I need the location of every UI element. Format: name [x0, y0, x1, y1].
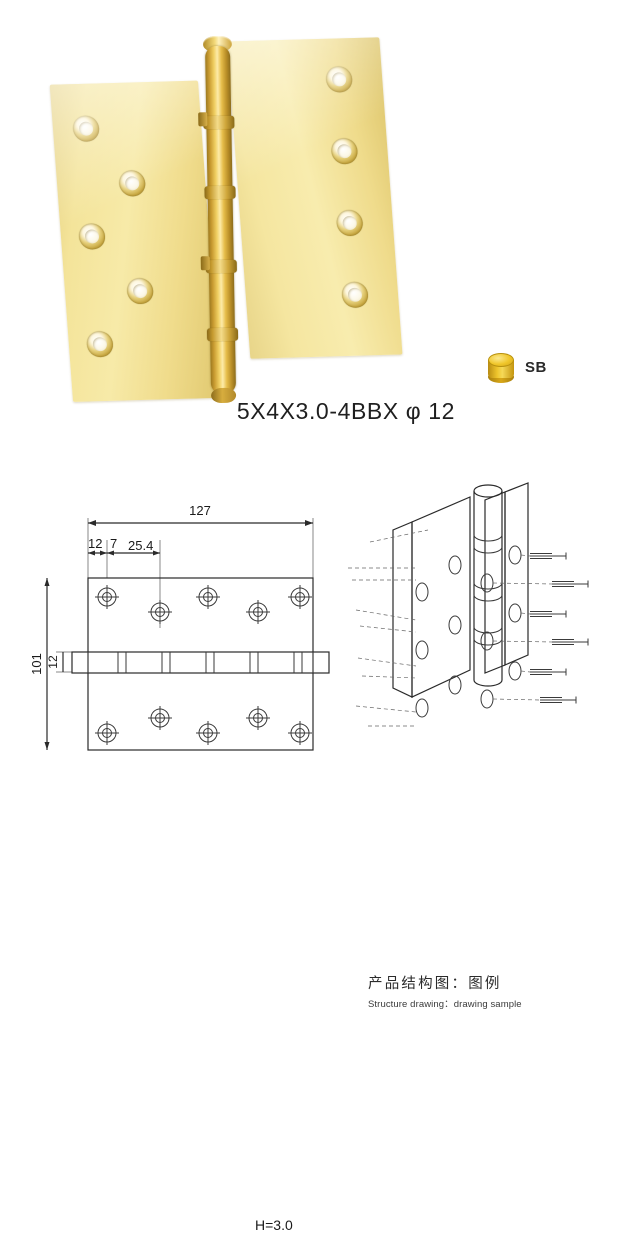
- screw-hole-symbol: [196, 721, 220, 745]
- screw-hole: [325, 66, 354, 93]
- screw-hole: [126, 277, 155, 305]
- dim-pitch-text: 25.4: [128, 538, 153, 553]
- dim-gap-text: 7: [110, 536, 117, 551]
- dim-height-text: 101: [29, 653, 44, 675]
- screw-hole-symbol: [196, 585, 220, 609]
- iso-screws: [530, 552, 589, 704]
- screw-hole-symbol: [148, 706, 172, 730]
- screw-hole-symbol: [95, 585, 119, 609]
- finish-code-label: SB: [525, 358, 547, 376]
- ball-bearing-ring: [203, 115, 235, 130]
- hinge-product-photo: SB 5X4X3.0-4BBX φ 12: [0, 0, 630, 440]
- hinge-barrel-pin: [197, 28, 244, 409]
- dimension-subdivisions: [88, 540, 161, 628]
- screw-hole-symbol: [95, 721, 119, 745]
- technical-drawing-svg: 127 12 7 25.4 101 12: [29, 482, 589, 751]
- legend-block: 产品结构图：图例 Structure drawing：drawing sampl…: [368, 972, 598, 1010]
- screw-hole-symbol: [288, 585, 312, 609]
- screw-hole-symbol: [148, 600, 172, 624]
- screw-hole: [118, 170, 147, 197]
- hinge-leaf-left: [49, 80, 222, 402]
- isometric-exploded-view: [348, 482, 589, 727]
- product-code-label: 5X4X3.0-4BBX φ 12: [236, 398, 456, 424]
- plan-view-outline: [71, 577, 330, 751]
- plan-view-screw-holes: [95, 585, 312, 745]
- swatch-top: [488, 353, 514, 367]
- knuckle-spur: [200, 256, 210, 271]
- dimension-height: [44, 578, 50, 750]
- pin-body: [205, 45, 237, 395]
- ball-bearing-ring: [206, 327, 239, 342]
- product-spec-sheet: SB 5X4X3.0-4BBX φ 12: [0, 0, 630, 780]
- screw-hole: [341, 281, 369, 309]
- iso-assembly-lines: [348, 529, 553, 727]
- hinge-leaf-right: [227, 37, 403, 359]
- screw-hole: [85, 330, 114, 358]
- dim-edge-text: 12: [88, 536, 102, 551]
- finish-swatch-group: SB: [486, 352, 547, 383]
- screw-hole: [72, 115, 101, 143]
- screw-hole: [78, 223, 106, 250]
- screw-hole-symbol: [246, 600, 270, 624]
- thickness-label: H=3.0: [255, 1217, 293, 1233]
- ball-bearing-ring: [205, 259, 237, 274]
- hinge-assembly: [26, 5, 414, 430]
- ball-bearing-ring: [204, 185, 236, 200]
- dimension-knuckle: [56, 651, 72, 673]
- technical-drawing-section: 127 12 7 25.4 101 12: [0, 480, 630, 1233]
- legend-title-en: Structure drawing：drawing sample: [368, 999, 522, 1010]
- screw-hole: [330, 137, 359, 165]
- screw-hole: [335, 209, 364, 237]
- dim-knuckle-text: 12: [46, 655, 60, 669]
- dimension-width: [87, 518, 314, 578]
- dim-width-text: 127: [189, 503, 211, 518]
- screw-hole-symbol: [288, 721, 312, 745]
- knuckle-spur: [198, 112, 208, 127]
- finish-swatch-sb: [486, 352, 516, 383]
- legend-title-cn: 产品结构图：图例: [368, 976, 502, 992]
- screw-hole-symbol: [246, 706, 270, 730]
